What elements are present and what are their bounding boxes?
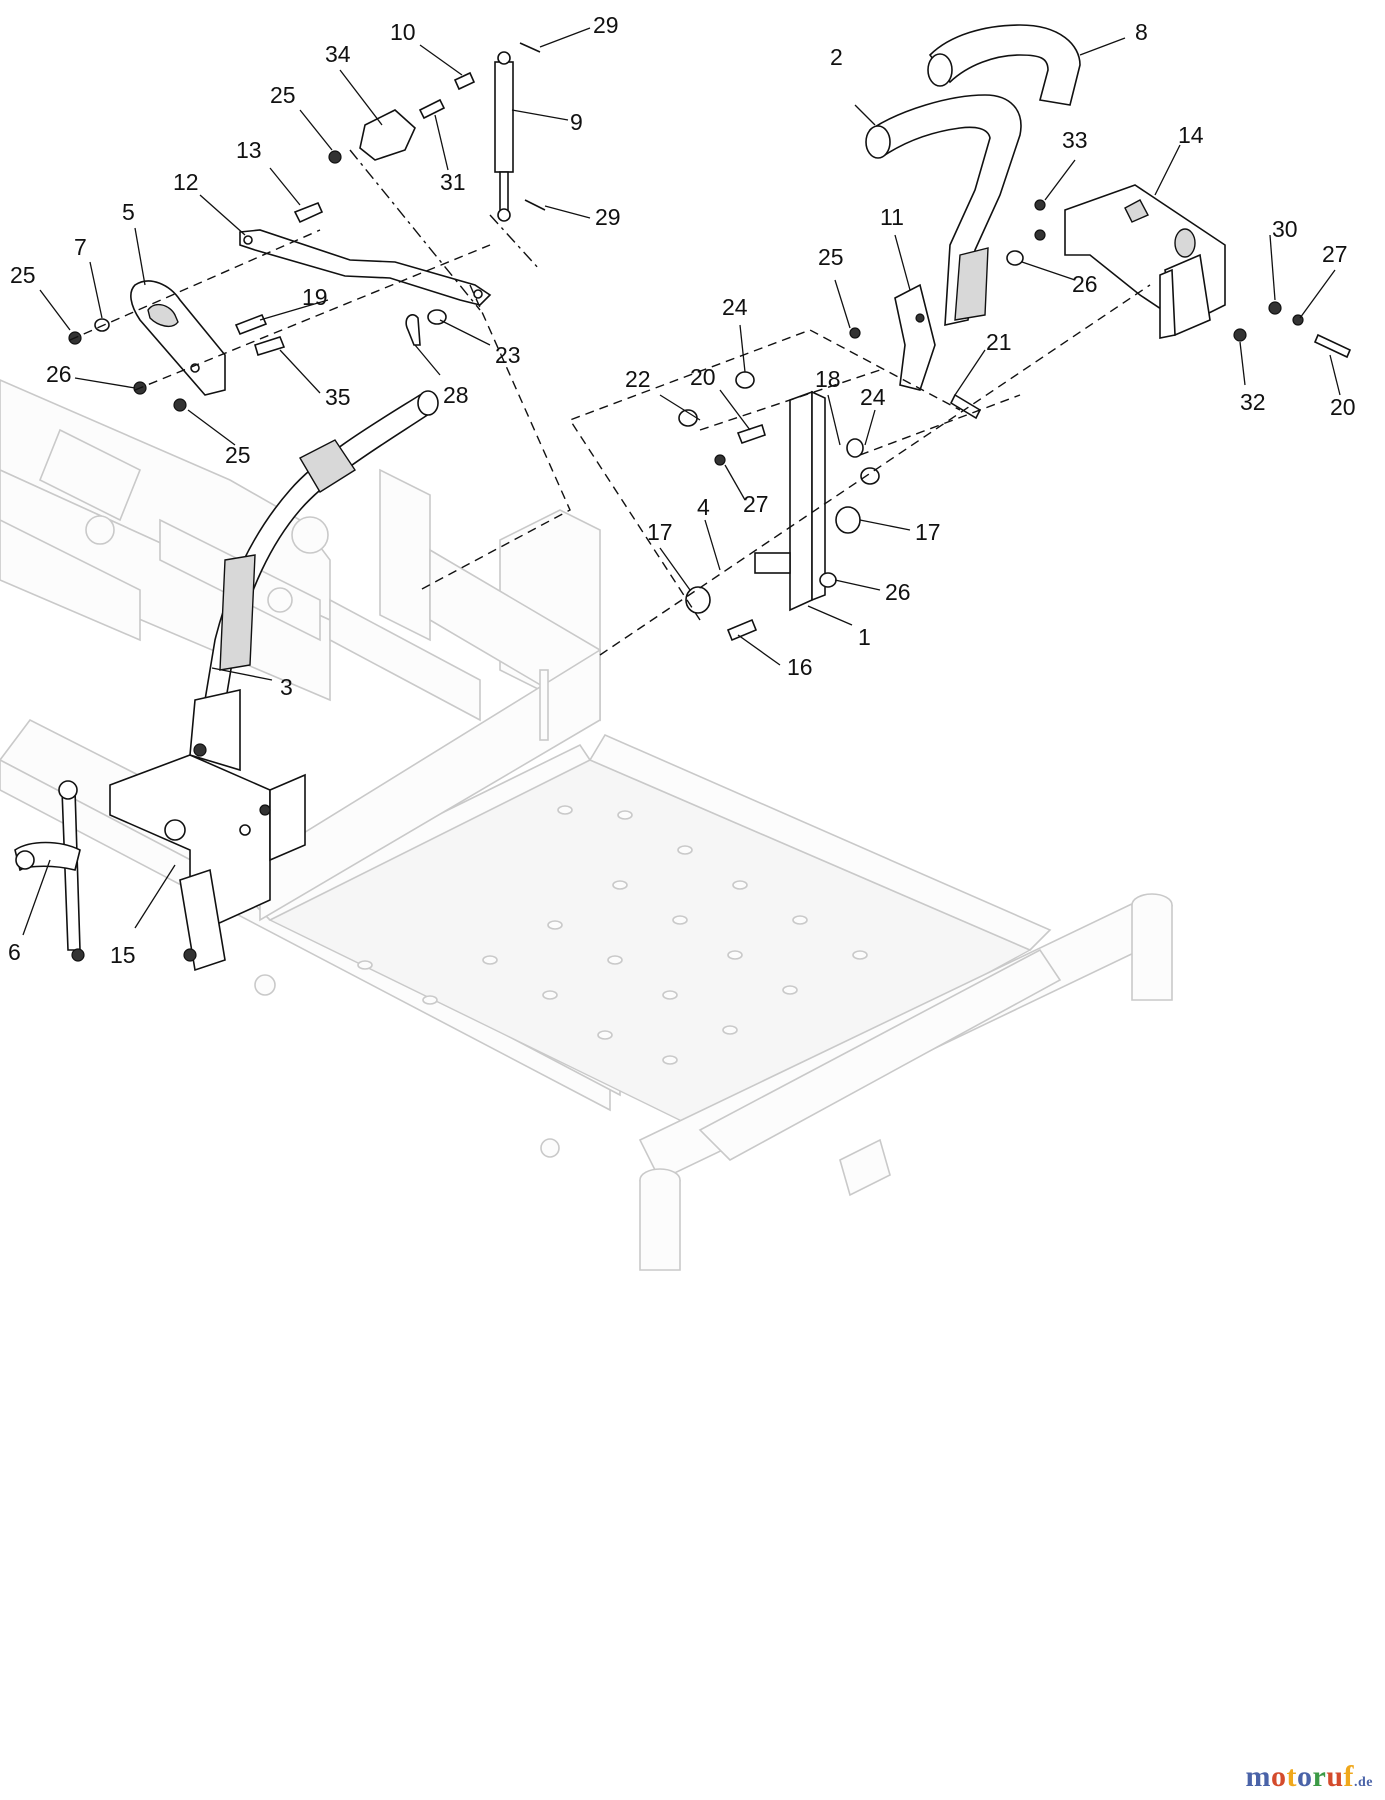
callout-25d: 25 — [818, 244, 844, 270]
callout-19: 19 — [302, 284, 328, 310]
assembly-lines — [69, 149, 1151, 656]
left-lever-assembly — [14, 390, 439, 972]
callout-24a: 24 — [722, 294, 748, 320]
callout-25a: 25 — [10, 262, 36, 288]
wm-letter: o — [1296, 1760, 1313, 1793]
callout-20a: 20 — [690, 364, 716, 390]
callout-29b: 29 — [595, 204, 621, 230]
wm-letter: r — [1312, 1760, 1327, 1793]
wm-letter: o — [1270, 1760, 1287, 1793]
callout-27a: 27 — [743, 491, 769, 517]
callout-24b: 24 — [860, 384, 886, 410]
motoruf-watermark: motoruf.de — [1245, 1760, 1373, 1794]
right-parts — [678, 24, 1352, 642]
callout-3: 3 — [280, 674, 293, 700]
callout-21: 21 — [986, 329, 1012, 355]
callout-26c: 26 — [1072, 271, 1098, 297]
callout-23: 23 — [495, 342, 521, 368]
callout-14: 14 — [1178, 122, 1204, 148]
callout-33: 33 — [1062, 127, 1088, 153]
callout-32: 32 — [1240, 389, 1266, 415]
callout-34: 34 — [325, 41, 351, 67]
callout-16: 16 — [787, 654, 813, 680]
callout-7: 7 — [74, 234, 87, 260]
callout-12: 12 — [173, 169, 199, 195]
callout-18: 18 — [815, 366, 841, 392]
callout-13: 13 — [236, 137, 262, 163]
callout-27b: 27 — [1322, 241, 1348, 267]
wm-letter: u — [1326, 1760, 1344, 1793]
callout-6: 6 — [8, 939, 21, 965]
callout-35: 35 — [325, 384, 351, 410]
callout-26a: 26 — [46, 361, 72, 387]
leader-lines — [22, 27, 1341, 936]
callout-20b: 20 — [1330, 394, 1356, 420]
callout-17a: 17 — [647, 519, 673, 545]
callouts: 1 2 3 4 5 6 7 8 9 10 11 12 13 14 15 16 1… — [8, 12, 1356, 968]
callout-30: 30 — [1272, 216, 1298, 242]
wm-suffix: .de — [1354, 1775, 1373, 1790]
callout-17b: 17 — [915, 519, 941, 545]
callout-11: 11 — [880, 204, 904, 230]
callout-4: 4 — [697, 494, 710, 520]
callout-8: 8 — [1135, 19, 1148, 45]
wm-letter: t — [1286, 1760, 1297, 1793]
wm-letter: m — [1245, 1760, 1271, 1793]
callout-2: 2 — [830, 44, 843, 70]
callout-5: 5 — [122, 199, 135, 225]
callout-22: 22 — [625, 366, 651, 392]
callout-10: 10 — [390, 19, 416, 45]
callout-29a: 29 — [593, 12, 619, 38]
callout-28: 28 — [443, 382, 469, 408]
callout-25b: 25 — [225, 442, 251, 468]
wm-letter: f — [1343, 1760, 1354, 1793]
callout-25c: 25 — [270, 82, 296, 108]
callout-15: 15 — [110, 942, 136, 968]
callout-9: 9 — [570, 109, 583, 135]
callout-31: 31 — [440, 169, 466, 195]
callout-26b: 26 — [885, 579, 911, 605]
upper-left-parts — [68, 42, 546, 412]
callout-1: 1 — [858, 624, 871, 650]
